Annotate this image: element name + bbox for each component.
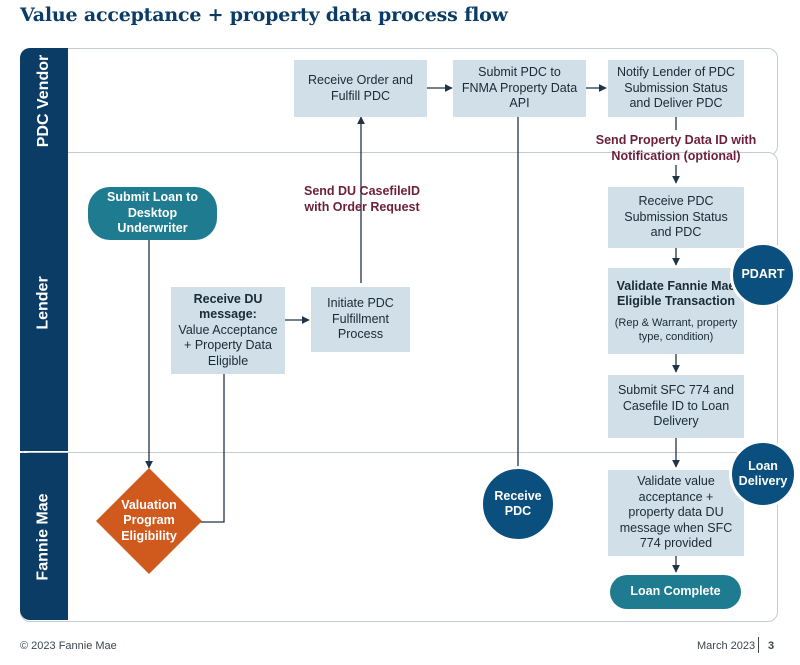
receive-status-box: Receive PDC Submission Status and PDC <box>608 187 744 248</box>
validate-transaction-box: Validate Fannie Mae Eligible Transaction… <box>608 268 744 354</box>
send-property-data-label: Send Property Data ID with Notification … <box>595 133 757 163</box>
edge-valuation-to-receive-du <box>196 374 225 523</box>
receive-du-box: Receive DU message: Value Acceptance + P… <box>171 287 285 374</box>
lane-label-lender: Lender <box>20 154 68 451</box>
loan-delivery-circle: Loan Delivery <box>729 440 797 508</box>
valuation-diamond <box>96 468 202 574</box>
send-du-casefile-label: Send DU CasefileID with Order Request <box>303 184 420 214</box>
receive-order-box: Receive Order and Fulfill PDC <box>294 60 427 117</box>
pdart-circle: PDART <box>730 242 796 308</box>
footer-page-number: 3 <box>768 640 775 652</box>
validate-transaction-heading: Validate Fannie Mae Eligible Transaction <box>616 278 736 309</box>
loan-complete-pill: Loan Complete <box>610 575 741 609</box>
receive-pdc-circle: Receive PDC <box>480 466 556 542</box>
validate-value-box: Validate value acceptance + property dat… <box>608 470 744 556</box>
receive-du-text: Value Acceptance + Property Data Eligibl… <box>178 322 278 368</box>
valuation-eligibility-label: Valuation Program Eligibility <box>121 497 177 543</box>
valuation-eligibility-diamond: Valuation Program Eligibility <box>96 468 202 574</box>
footer-date: March 2023 <box>697 640 756 652</box>
submit-sfc-box: Submit SFC 774 and Casefile ID to Loan D… <box>608 375 744 438</box>
receive-du-heading: Receive DU message: <box>193 291 263 322</box>
initiate-pdc-box: Initiate PDC Fulfillment Process <box>311 287 410 352</box>
notify-lender-box: Notify Lender of PDC Submission Status a… <box>608 60 744 117</box>
submit-pdc-box: Submit PDC to FNMA Property Data API <box>453 60 586 117</box>
footer-divider <box>758 637 759 653</box>
lane-label-pdc-vendor: PDC Vendor <box>20 48 68 154</box>
page-title: Value acceptance + property data process… <box>20 4 508 26</box>
footer-copyright: © 2023 Fannie Mae <box>20 640 117 652</box>
submit-loan-pill: Submit Loan to Desktop Underwriter <box>88 187 217 240</box>
validate-transaction-note: (Rep & Warrant, property type, condition… <box>614 316 738 343</box>
lane-label-fannie-mae: Fannie Mae <box>20 453 68 620</box>
